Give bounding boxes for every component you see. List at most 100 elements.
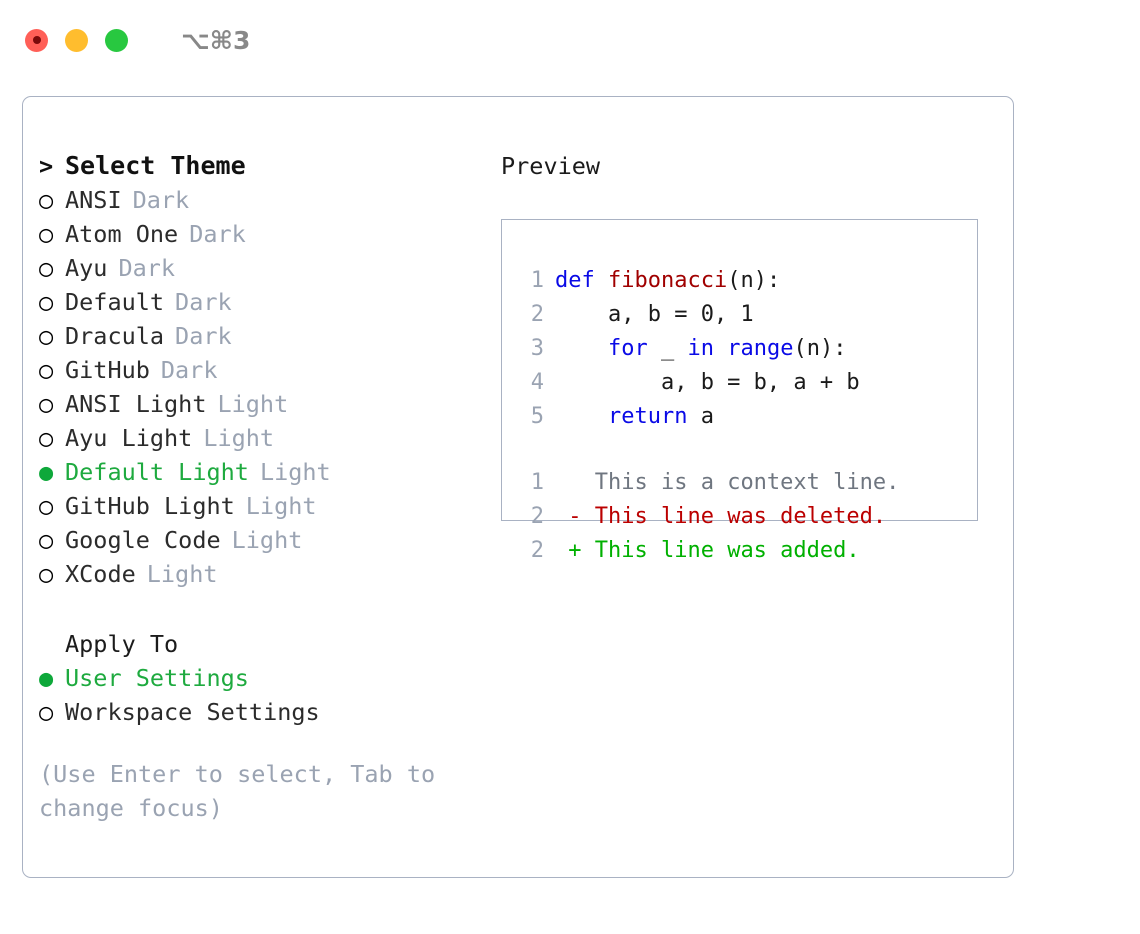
theme-list-item[interactable]: ○ GitHub Light Light [39, 489, 469, 523]
radio-unselected-icon[interactable]: ○ [39, 526, 54, 554]
code-token: for [607, 336, 648, 361]
keyboard-hint-text: (Use Enter to select, Tab to change focu… [39, 760, 436, 822]
theme-name-label: Default [65, 288, 165, 316]
theme-list-item[interactable]: ○ ANSI Dark [39, 183, 469, 217]
radio-unselected-icon[interactable]: ○ [39, 220, 54, 248]
line-number: 2 [530, 538, 544, 563]
theme-list-header-label: Select Theme [65, 151, 246, 180]
radio-unselected-icon[interactable]: ○ [39, 560, 54, 588]
theme-name-label: GitHub [65, 356, 150, 384]
code-token: a [687, 404, 714, 429]
minimize-button[interactable] [65, 28, 88, 52]
apply-to-item[interactable]: ○ Workspace Settings [39, 695, 469, 729]
code-token: fibonacci [607, 268, 728, 293]
window-controls [25, 28, 128, 52]
theme-list-item[interactable]: ○ Default Dark [39, 285, 469, 319]
theme-variant-label: Light [146, 560, 218, 588]
theme-list-item[interactable]: ○ Ayu Light Light [39, 421, 469, 455]
theme-list-header: > Select Theme [39, 149, 469, 183]
diff-line: 2 - This line was deleted. [520, 500, 977, 534]
theme-variant-label: Light [259, 458, 331, 486]
line-number: 5 [530, 404, 544, 429]
code-token: _ [647, 336, 688, 361]
theme-name-label: ANSI Light [65, 390, 207, 418]
line-number: 2 [530, 504, 544, 529]
apply-to-label: User Settings [65, 664, 249, 692]
code-diff-spacer [520, 434, 977, 466]
keyboard-shortcut-label: ⌥⌘3 [181, 25, 251, 55]
theme-name-label: Default Light [65, 458, 249, 486]
apply-to-label: Workspace Settings [65, 698, 320, 726]
code-token: (n): [793, 336, 847, 361]
radio-unselected-icon[interactable]: ○ [39, 492, 54, 520]
code-token [555, 332, 608, 366]
theme-variant-label: Dark [189, 220, 246, 248]
radio-unselected-icon[interactable]: ○ [39, 288, 54, 316]
line-number: 3 [530, 336, 544, 361]
radio-selected-icon[interactable]: ● [39, 664, 54, 692]
theme-list-item[interactable]: ○ Dracula Dark [39, 319, 469, 353]
theme-variant-label: Dark [175, 322, 232, 350]
radio-unselected-icon[interactable]: ○ [39, 390, 54, 418]
code-line: 2 a, b = 0, 1 [520, 298, 977, 332]
diff-text: This is a context line. [581, 470, 900, 495]
radio-selected-icon[interactable]: ● [39, 458, 54, 486]
code-token: in [687, 336, 714, 361]
title-bar: ⌥⌘3 [0, 0, 1140, 80]
radio-unselected-icon[interactable]: ○ [39, 356, 54, 384]
code-token: def [555, 268, 608, 293]
theme-name-label: GitHub Light [65, 492, 235, 520]
theme-variant-label: Dark [132, 186, 190, 214]
theme-variant-label: Dark [118, 254, 176, 282]
prompt-caret-icon: > [39, 152, 54, 180]
theme-variant-label: Light [203, 424, 275, 452]
theme-name-label: Google Code [65, 526, 221, 554]
radio-unselected-icon[interactable]: ○ [39, 698, 54, 726]
code-token: a, b = 0, 1 [555, 302, 754, 327]
theme-name-label: Ayu Light [65, 424, 193, 452]
diff-line: 2 + This line was added. [520, 534, 977, 568]
line-number: 1 [530, 268, 544, 293]
apply-to-title: Apply To [65, 630, 179, 658]
radio-unselected-icon[interactable]: ○ [39, 424, 54, 452]
section-spacer [39, 591, 469, 627]
apply-to-item[interactable]: ● User Settings [39, 661, 469, 695]
theme-list-item[interactable]: ○ Google Code Light [39, 523, 469, 557]
line-number: 1 [530, 470, 544, 495]
theme-name-label: Ayu [65, 254, 108, 282]
diff-marker: - [555, 504, 582, 529]
line-number: 4 [530, 370, 544, 395]
close-button[interactable] [25, 28, 48, 52]
theme-list-item[interactable]: ● Default Light Light [39, 455, 469, 489]
theme-name-label: Dracula [65, 322, 165, 350]
theme-list-item[interactable]: ○ GitHub Dark [39, 353, 469, 387]
theme-variant-label: Light [245, 492, 317, 520]
code-token: a, b = b, a + b [555, 370, 860, 395]
theme-variant-label: Dark [160, 356, 218, 384]
code-token [555, 400, 608, 434]
code-line: 1 def fibonacci(n): [520, 264, 977, 298]
theme-variant-label: Dark [175, 288, 232, 316]
maximize-button[interactable] [105, 28, 128, 52]
diff-sample: 1 This is a context line.2 - This line w… [520, 466, 977, 568]
diff-line: 1 This is a context line. [520, 466, 977, 500]
code-token: (n): [727, 268, 781, 293]
diff-marker: + [555, 538, 582, 563]
diff-text: This line was added. [581, 538, 860, 563]
theme-name-label: Atom One [65, 220, 179, 248]
theme-list-item[interactable]: ○ Ayu Dark [39, 251, 469, 285]
theme-name-label: ANSI [65, 186, 122, 214]
radio-unselected-icon[interactable]: ○ [39, 322, 54, 350]
radio-unselected-icon[interactable]: ○ [39, 254, 54, 282]
theme-list-item[interactable]: ○ Atom One Dark [39, 217, 469, 251]
radio-unselected-icon[interactable]: ○ [39, 186, 54, 214]
theme-variant-label: Light [231, 526, 303, 554]
diff-text: This line was deleted. [581, 504, 887, 529]
